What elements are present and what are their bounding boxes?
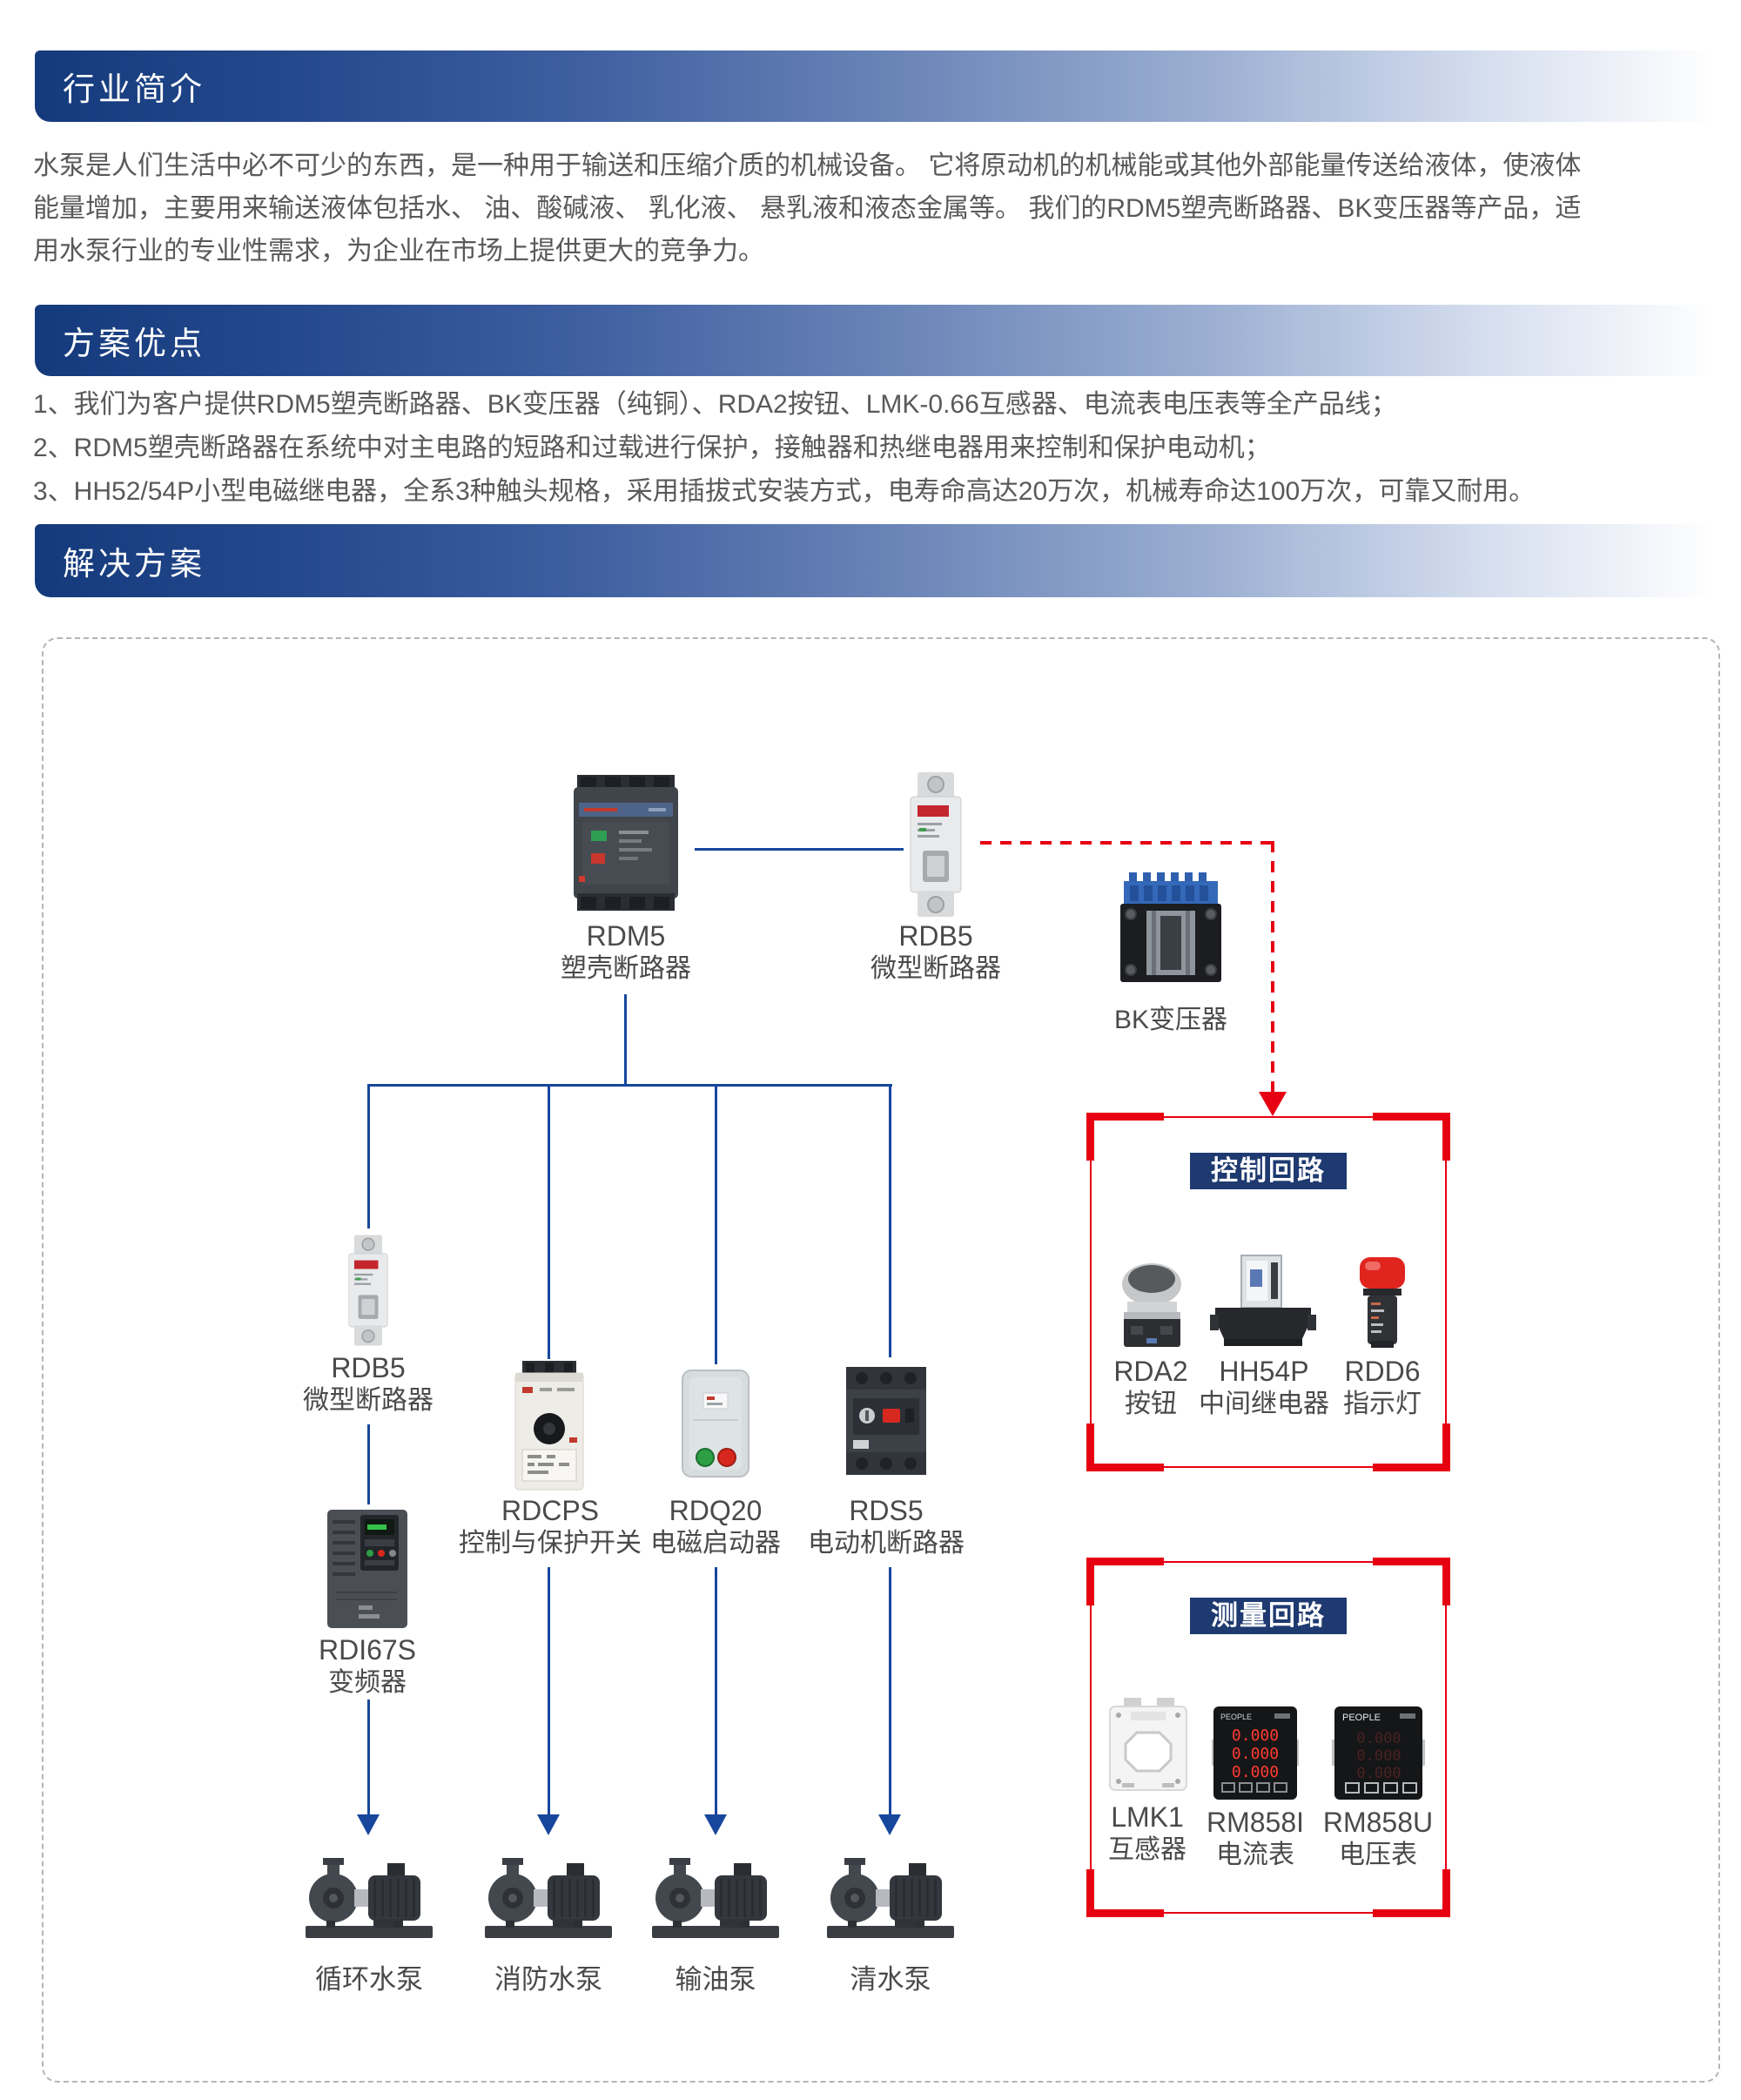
section-banner-advantages: 方案优点: [35, 305, 1715, 376]
label-rda2: RDA2 按钮: [1113, 1356, 1188, 1418]
meter-display-value: 0.000: [1356, 1730, 1401, 1747]
intro-paragraph: 水泵是人们生活中必不可少的东西，是一种用于输送和压缩介质的机械设备。 它将原动机…: [33, 145, 1581, 273]
meter-brand-text: PEOPLE: [1342, 1713, 1381, 1723]
corner-bracket-icon: [1086, 1869, 1164, 1917]
pump-image-clean-water: [825, 1846, 956, 1948]
product-image-rm858u: PEOPLE 0.000 0.000 0.000: [1332, 1706, 1425, 1804]
advantage-point: 2、RDM5塑壳断路器在系统中对主电路的短路和过载进行保护，接触器和热继电器用来…: [33, 434, 1271, 462]
advantage-point: 3、HH52/54P小型电磁继电器，全系3种触头规格，采用插拔式安装方式，电寿命…: [33, 477, 1536, 506]
label-rm858u: RM858U 电压表: [1322, 1807, 1434, 1869]
label-rdm5: RDM5 塑壳断路器: [561, 920, 691, 983]
label-rdd6: RDD6 指示灯: [1343, 1356, 1422, 1418]
line-branch-2: [548, 1084, 550, 1359]
product-image-hh54p: [1210, 1254, 1316, 1354]
product-image-rda2: [1120, 1258, 1184, 1356]
product-image-rdb5-mid: [341, 1234, 395, 1351]
label-pump-clean-water: 清水泵: [850, 1964, 931, 1995]
label-rdb5-mid: RDB5 微型断路器: [303, 1352, 434, 1415]
arrow-down-icon: [878, 1814, 901, 1835]
corner-bracket-icon: [1086, 1558, 1164, 1605]
control-circuit-title: 控制回路: [1190, 1153, 1347, 1189]
product-image-rdb5-top: [907, 771, 965, 923]
product-image-rds5: [844, 1360, 928, 1486]
line-rdm5-stem: [624, 994, 627, 1085]
meter-display-value: 0.000: [1356, 1765, 1401, 1782]
line-branch-1: [367, 1084, 370, 1228]
label-pump-fire: 消防水泵: [494, 1964, 602, 1995]
intro-line: 用水泵行业的专业性需求，为企业在市场上提供更大的竞争力。: [33, 237, 764, 266]
line-branch-3: [715, 1084, 717, 1364]
meter-brand-text: PEOPLE: [1220, 1713, 1252, 1721]
arrow-down-icon: [537, 1814, 560, 1835]
measuring-circuit-title: 测量回路: [1190, 1598, 1347, 1634]
advantage-points: 1、我们为客户提供RDM5塑壳断路器、BK变压器（纯铜）、RDA2按钮、LMK-…: [33, 383, 1535, 514]
corner-bracket-icon: [1373, 1113, 1450, 1161]
arrow-down-red-icon: [1259, 1092, 1287, 1116]
meter-display-value: 0.000: [1232, 1745, 1279, 1763]
meter-display-value: 0.000: [1232, 1763, 1279, 1781]
control-circuit-box: 控制回路: [1086, 1113, 1450, 1471]
label-pump-oil: 输油泵: [675, 1964, 756, 1995]
measuring-circuit-box: 测量回路: [1086, 1558, 1450, 1917]
corner-bracket-icon: [1086, 1424, 1164, 1471]
label-lmk1: LMK1 互感器: [1108, 1801, 1186, 1864]
section-title-intro: 行业简介: [63, 71, 205, 107]
product-image-rdm5: [570, 773, 682, 917]
dashed-line-to-control: [1271, 841, 1274, 1092]
line-rds5-to-pump: [889, 1567, 891, 1814]
section-banner-intro: 行业简介: [35, 50, 1715, 122]
line-rdb5-to-rdi67s: [367, 1424, 370, 1504]
line-rdcps-to-pump: [548, 1567, 550, 1814]
dashed-line-to-control: [980, 841, 1274, 845]
section-title-solution: 解决方案: [63, 546, 205, 582]
product-image-lmk1: [1108, 1698, 1188, 1800]
pump-image-fire: [483, 1846, 614, 1948]
arrow-down-icon: [357, 1814, 380, 1835]
product-image-rm858i: PEOPLE 0.000 0.000 0.000: [1212, 1706, 1299, 1804]
section-title-advantages: 方案优点: [63, 326, 205, 361]
label-rds5: RDS5 电动机断路器: [808, 1495, 965, 1558]
section-banner-solution: 解决方案: [35, 524, 1715, 597]
corner-bracket-icon: [1373, 1558, 1450, 1605]
product-image-bk-transformer: [1117, 872, 1225, 993]
product-image-rdd6: [1356, 1255, 1408, 1356]
intro-line: 能量增加，主要用来输送液体包括水、 油、酸碱液、 乳化液、 悬乳液和液态金属等。…: [33, 194, 1582, 223]
meter-display-value: 0.000: [1232, 1726, 1279, 1745]
line-branch-4: [889, 1084, 891, 1357]
label-rdq20: RDQ20 电磁启动器: [650, 1495, 781, 1558]
line-rdm5-rdb5: [695, 848, 904, 851]
label-bk-transformer: BK变压器: [1113, 1006, 1228, 1034]
product-image-rdcps: [512, 1361, 587, 1498]
label-pump-circulating: 循环水泵: [315, 1964, 423, 1995]
corner-bracket-icon: [1086, 1113, 1164, 1161]
corner-bracket-icon: [1373, 1424, 1450, 1471]
solution-diagram-container: [42, 637, 1720, 2083]
product-image-rdi67s: [324, 1508, 411, 1634]
line-distribution-bus: [368, 1084, 892, 1087]
label-hh54p: HH54P 中间继电器: [1199, 1356, 1329, 1418]
intro-line: 水泵是人们生活中必不可少的东西，是一种用于输送和压缩介质的机械设备。 它将原动机…: [33, 151, 1582, 180]
corner-bracket-icon: [1373, 1869, 1450, 1917]
label-rdb5-top: RDB5 微型断路器: [870, 920, 1001, 983]
product-image-rdq20: [681, 1367, 750, 1484]
line-rdi67s-to-pump: [367, 1700, 370, 1814]
pump-image-oil: [650, 1846, 781, 1948]
label-rm858i: RM858I 电流表: [1206, 1807, 1305, 1869]
pump-image-circulating: [304, 1846, 434, 1948]
advantage-point: 1、我们为客户提供RDM5塑壳断路器、BK变压器（纯铜）、RDA2按钮、LMK-…: [33, 390, 1397, 419]
label-rdi67s: RDI67S 变频器: [318, 1634, 417, 1697]
arrow-down-icon: [704, 1814, 727, 1835]
label-rdcps: RDCPS 控制与保护开关: [459, 1495, 642, 1558]
meter-display-value: 0.000: [1356, 1747, 1401, 1765]
line-rdq20-to-pump: [715, 1567, 717, 1814]
